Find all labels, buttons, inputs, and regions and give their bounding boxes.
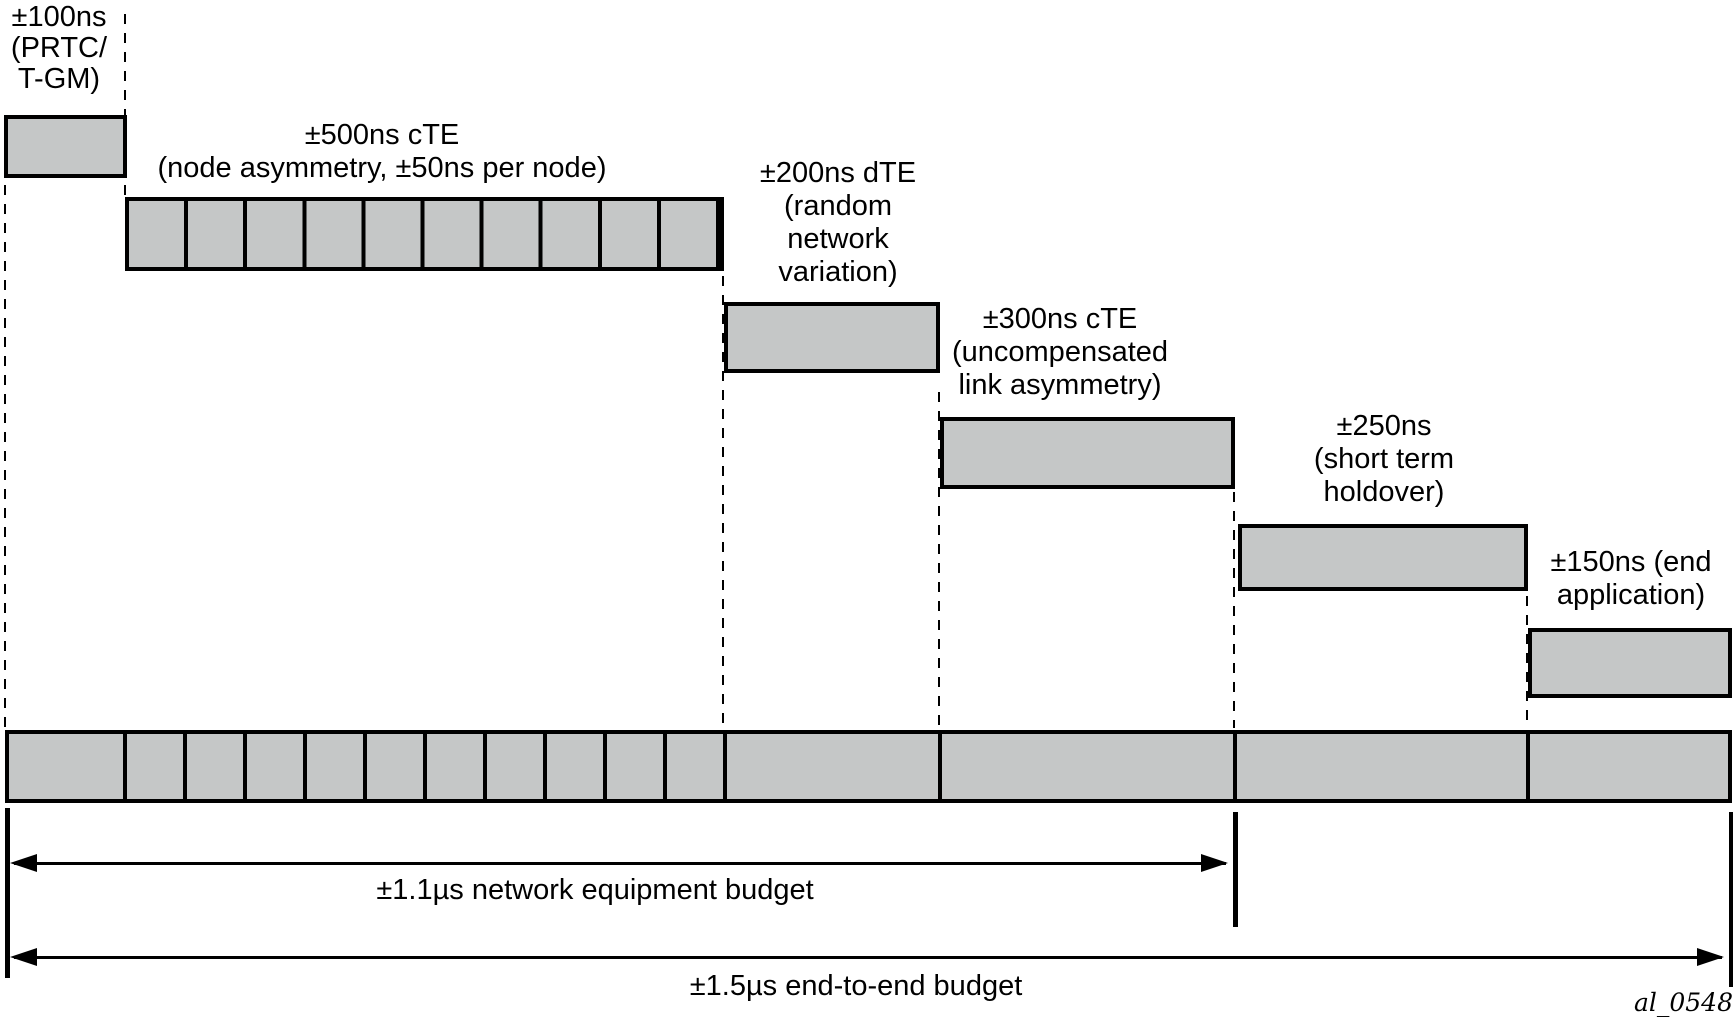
bar-divider: [183, 734, 187, 799]
bar-divider: [423, 734, 427, 799]
label-line: (short term: [1313, 443, 1455, 475]
label-line: (uncompensated: [951, 336, 1169, 368]
bar-divider: [123, 734, 127, 799]
label-line: ±100ns: [11, 1, 107, 33]
dashed-guide-dte-right: [938, 392, 940, 728]
box-link-cte: [940, 417, 1235, 489]
label-line: application): [1556, 579, 1706, 611]
label-line: ±500ns cTE: [304, 119, 460, 151]
label-line: (PRTC/: [10, 32, 108, 64]
network-budget-arrow-line: [14, 862, 1226, 865]
box-node-cte: [125, 197, 724, 271]
label-line: (node asymmetry, ±50ns per node): [157, 152, 607, 184]
bar-divider: [663, 734, 667, 799]
label-prtc: ±100ns (PRTC/ T-GM): [0, 2, 118, 95]
dashed-guide-node-right: [722, 276, 724, 728]
label-line: variation): [778, 256, 898, 288]
bar-divider: [1233, 734, 1237, 799]
label-line: ±250ns: [1336, 410, 1432, 442]
label-line: ±200ns dTE: [759, 157, 917, 189]
label-line: network: [787, 223, 889, 255]
bar-divider: [723, 734, 727, 799]
bar-divider: [543, 734, 547, 799]
summary-bar: [5, 730, 1732, 803]
box-prtc: [4, 115, 127, 178]
label-link-cte: ±300ns cTE (uncompensated link asymmetry…: [910, 303, 1210, 402]
box-holdover: [1238, 524, 1528, 591]
label-line: ±300ns cTE: [982, 303, 1138, 335]
label-line: ±150ns (end: [1550, 546, 1712, 578]
label-node-cte: ±500ns cTE (node asymmetry, ±50ns per no…: [132, 119, 632, 185]
label-holdover: ±250ns (short term holdover): [1234, 410, 1534, 509]
bar-divider: [938, 734, 942, 799]
dashed-guide-holdover-right: [1526, 596, 1528, 728]
arrow-right-head-icon: [1201, 854, 1228, 872]
bar-divider: [243, 734, 247, 799]
end-to-end-budget-arrow-line: [14, 956, 1722, 959]
budget-boundary-left: [5, 808, 10, 978]
label-line: T-GM): [17, 63, 101, 95]
dashed-guide-link-right: [1233, 492, 1235, 728]
end-to-end-budget-label: ±1.5µs end-to-end budget: [506, 970, 1206, 1003]
arrow-left-head-icon: [10, 948, 37, 966]
box-dte: [724, 302, 940, 373]
dashed-guide-prtc-left: [4, 185, 6, 728]
label-line: link asymmetry): [958, 369, 1162, 401]
label-line: ±1.1µs network equipment budget: [376, 874, 814, 906]
budget-boundary-right: [1729, 812, 1733, 987]
label-line: holdover): [1323, 476, 1445, 508]
arrow-left-head-icon: [10, 854, 37, 872]
bar-divider: [303, 734, 307, 799]
bar-divider: [363, 734, 367, 799]
arrow-right-head-icon: [1697, 948, 1724, 966]
figure-tag: al_0548: [1633, 988, 1733, 1017]
dashed-guide-prtc-right: [124, 14, 126, 197]
budget-boundary-network: [1233, 812, 1238, 927]
label-dte: ±200ns dTE (random network variation): [688, 157, 988, 289]
bar-divider: [1526, 734, 1530, 799]
label-line: (random: [784, 190, 892, 222]
label-end-application: ±150ns (end application): [1526, 546, 1736, 612]
label-line: ±1.5µs end-to-end budget: [689, 970, 1023, 1002]
bar-divider: [483, 734, 487, 799]
box-end-application: [1528, 628, 1732, 698]
bar-divider: [603, 734, 607, 799]
network-budget-label: ±1.1µs network equipment budget: [245, 874, 945, 907]
